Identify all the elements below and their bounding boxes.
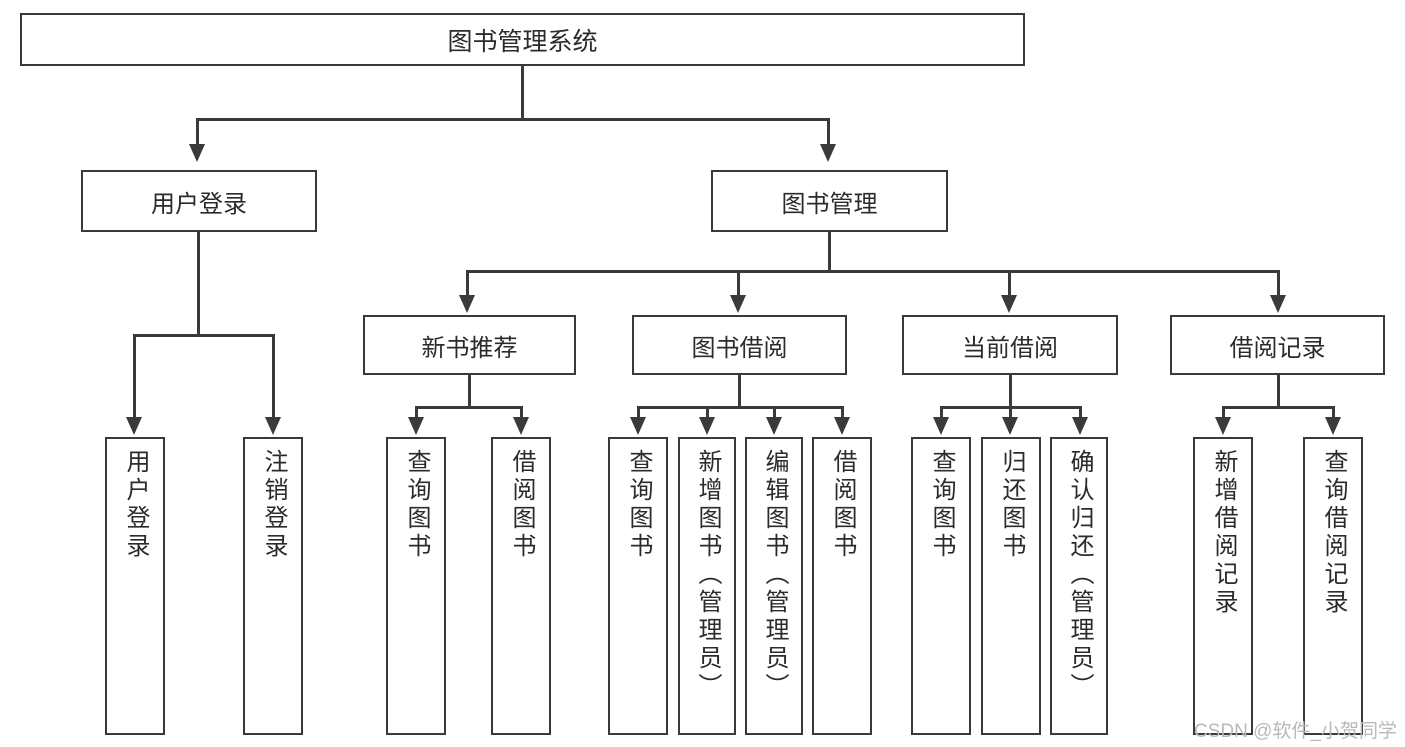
leaf-label: 查询借阅记录	[1320, 449, 1347, 617]
connector-book-borrow-bar	[637, 406, 844, 409]
arrowhead-current-borrow-leaf-3	[1072, 417, 1088, 435]
node-new-book-recommend: 新书推荐	[363, 315, 576, 375]
node-label: 借阅记录	[1229, 334, 1326, 362]
node-label: 图书借阅	[691, 334, 788, 362]
connector-current-borrow-leaf-2	[1009, 406, 1012, 419]
node-label: 新书推荐	[421, 334, 518, 362]
connector-to-current-borrow	[1008, 270, 1011, 297]
leaf-label: 编辑图书（管理员）	[761, 449, 788, 701]
connector-book-borrow-leaf-3	[773, 406, 776, 419]
connector-book-borrow-leaf-1	[637, 406, 640, 419]
connector-borrow-record-stem	[1277, 375, 1280, 409]
connector-root-to-user-login	[196, 118, 199, 146]
connector-to-new-book	[466, 270, 469, 297]
leaf-label: 查询图书	[403, 449, 430, 561]
node-book-manage: 图书管理	[711, 170, 948, 232]
connector-borrow-record-leaf-2	[1332, 406, 1335, 419]
connector-current-borrow-leaf-1	[940, 406, 943, 419]
arrowhead-current-borrow-leaf-2	[1002, 417, 1018, 435]
connector-root-bar	[196, 118, 830, 121]
leaf-book-borrow-add: 新增图书（管理员）	[678, 437, 736, 735]
leaf-new-book-borrow: 借阅图书	[491, 437, 551, 735]
leaf-label: 借阅图书	[829, 449, 856, 561]
arrowhead-current-borrow	[1001, 295, 1017, 313]
leaf-borrow-record-add: 新增借阅记录	[1193, 437, 1253, 735]
leaf-label: 确认归还（管理员）	[1066, 449, 1093, 701]
leaf-borrow-record-query: 查询借阅记录	[1303, 437, 1363, 735]
arrowhead-book-borrow-leaf-2	[699, 417, 715, 435]
connector-root-stem	[521, 66, 524, 119]
node-root-system: 图书管理系统	[20, 13, 1025, 66]
connector-book-borrow-stem	[738, 375, 741, 409]
connector-user-login-stem	[197, 232, 200, 336]
leaf-book-borrow-query: 查询图书	[608, 437, 668, 735]
arrowhead-user-login	[189, 144, 205, 162]
leaf-new-book-query: 查询图书	[386, 437, 446, 735]
arrowhead-borrow-record	[1270, 295, 1286, 313]
connector-current-borrow-stem	[1009, 375, 1012, 409]
arrowhead-book-manage	[820, 144, 836, 162]
connector-new-book-leaf-1	[415, 406, 418, 419]
connector-book-borrow-leaf-4	[841, 406, 844, 419]
arrowhead-book-borrow-leaf-4	[834, 417, 850, 435]
connector-to-borrow-record	[1277, 270, 1280, 297]
leaf-label: 归还图书	[998, 449, 1025, 561]
leaf-label: 查询图书	[625, 449, 652, 561]
leaf-book-borrow-borrow: 借阅图书	[812, 437, 872, 735]
arrowhead-current-borrow-leaf-1	[933, 417, 949, 435]
leaf-label: 注销登录	[260, 449, 287, 561]
node-label: 用户登录	[151, 190, 247, 218]
arrowhead-borrow-record-leaf-1	[1215, 417, 1231, 435]
leaf-user-login-logout: 注销登录	[243, 437, 303, 735]
watermark: CSDN @软件_小贺同学	[1194, 721, 1397, 742]
leaf-label: 借阅图书	[508, 449, 535, 561]
connector-user-login-to-leaf-2	[272, 334, 275, 419]
leaf-label: 用户登录	[122, 449, 149, 561]
arrowhead-book-borrow-leaf-3	[766, 417, 782, 435]
connector-borrow-record-leaf-1	[1222, 406, 1225, 419]
arrowhead-user-login-leaf-1	[126, 417, 142, 435]
connector-new-book-stem	[468, 375, 471, 409]
connector-user-login-to-leaf-1	[133, 334, 136, 419]
connector-current-borrow-leaf-3	[1079, 406, 1082, 419]
node-label: 当前借阅	[962, 334, 1058, 362]
connector-borrow-record-bar	[1222, 406, 1335, 409]
connector-new-book-leaf-2	[520, 406, 523, 419]
connector-book-manage-stem	[828, 232, 831, 272]
connector-new-book-bar	[415, 406, 523, 409]
arrowhead-borrow-record-leaf-2	[1325, 417, 1341, 435]
node-label: 图书管理系统	[447, 27, 598, 56]
connector-level2-bar	[466, 270, 1280, 273]
leaf-label: 新增图书（管理员）	[694, 449, 721, 701]
node-borrow-record: 借阅记录	[1170, 315, 1385, 375]
node-user-login: 用户登录	[81, 170, 317, 232]
node-label: 图书管理	[781, 190, 878, 218]
leaf-label: 查询图书	[928, 449, 955, 561]
arrowhead-new-book	[459, 295, 475, 313]
node-book-borrow: 图书借阅	[632, 315, 847, 375]
connector-book-borrow-leaf-2	[706, 406, 709, 419]
connector-to-book-borrow	[737, 270, 740, 297]
leaf-current-borrow-confirm: 确认归还（管理员）	[1050, 437, 1108, 735]
connector-root-to-book-manage	[827, 118, 830, 146]
arrowhead-book-borrow	[730, 295, 746, 313]
leaf-user-login-login: 用户登录	[105, 437, 165, 735]
arrowhead-new-book-leaf-1	[408, 417, 424, 435]
connector-user-login-bar	[133, 334, 275, 337]
node-current-borrow: 当前借阅	[902, 315, 1118, 375]
arrowhead-book-borrow-leaf-1	[630, 417, 646, 435]
arrowhead-new-book-leaf-2	[513, 417, 529, 435]
leaf-label: 新增借阅记录	[1210, 449, 1237, 617]
leaf-current-borrow-query: 查询图书	[911, 437, 971, 735]
leaf-book-borrow-edit: 编辑图书（管理员）	[745, 437, 803, 735]
leaf-current-borrow-return: 归还图书	[981, 437, 1041, 735]
arrowhead-user-login-leaf-2	[265, 417, 281, 435]
